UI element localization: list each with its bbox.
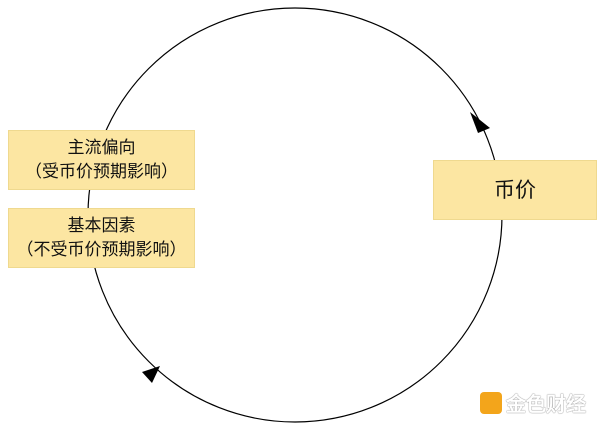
fundamentals-box: 基本因素 （不受币价预期影响） [8,208,195,268]
mainstream-bias-box: 主流偏向 （受币价预期影响） [8,130,195,190]
watermark-text: 金色财经 [506,392,586,416]
mainstream-bias-title: 主流偏向 [67,138,136,158]
arrow-clockwise-top-right [470,112,490,133]
watermark: 金色财经 [480,388,586,417]
arrow-clockwise-bottom-left [142,366,160,383]
fundamentals-subtitle: （不受币价预期影响） [16,240,187,260]
price-box: 币价 [433,160,597,220]
fundamentals-title: 基本因素 [67,216,136,236]
price-title: 币价 [494,178,536,202]
watermark-logo-icon [480,391,502,414]
mainstream-bias-subtitle: （受币价预期影响） [25,162,178,182]
